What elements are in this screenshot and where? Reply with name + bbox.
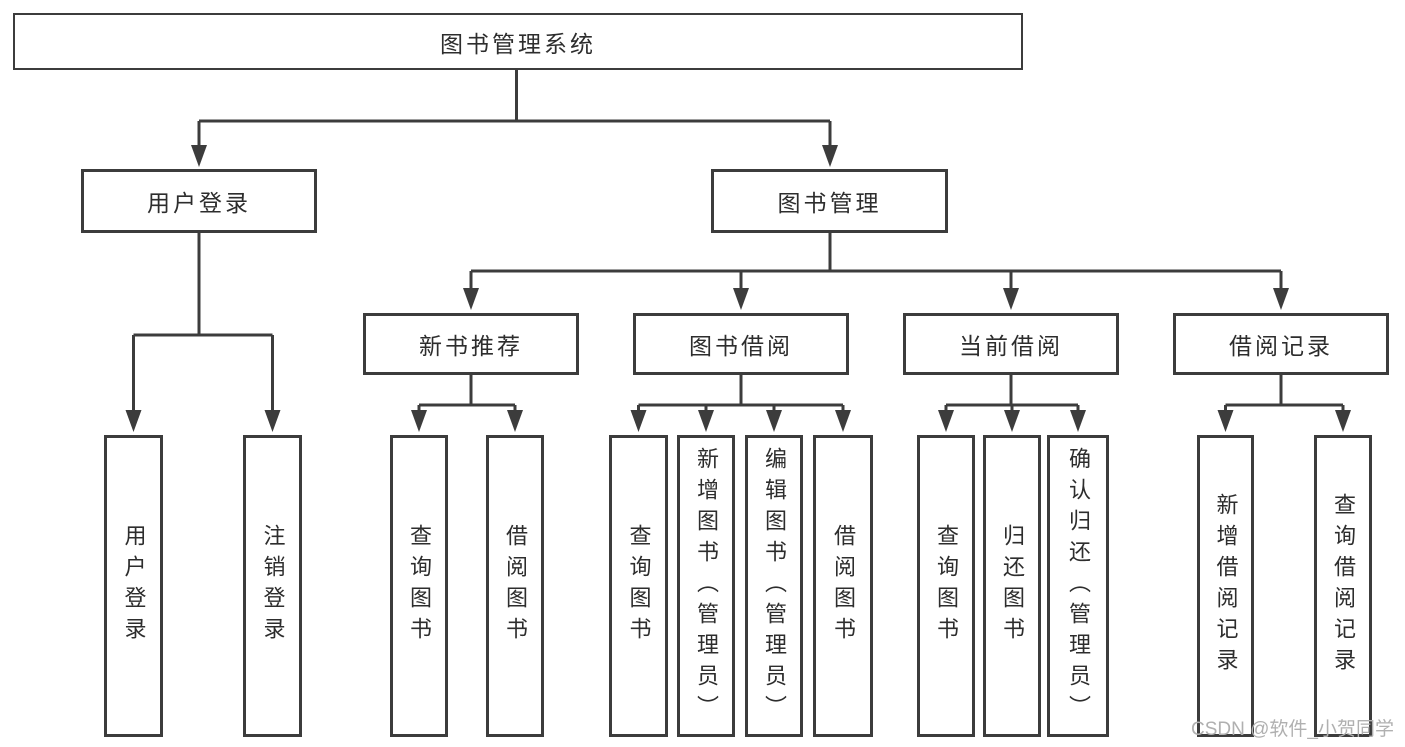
- connector-root-to-level2: [197, 70, 832, 147]
- arrowhead-recommend-query-books: [411, 410, 427, 432]
- leaf-current-return-books-label: 归还图书: [1000, 524, 1025, 648]
- leaf-records-query-borrow-record-label: 查询借阅记录: [1331, 493, 1356, 679]
- node-current-borrow: 当前借阅: [903, 313, 1119, 375]
- arrowhead-current-return-books: [1004, 410, 1020, 432]
- arrowhead-current-confirm-return: [1070, 410, 1086, 432]
- connector-user-login-to-leaves: [132, 233, 274, 412]
- leaf-user-login: 用户登录: [104, 435, 163, 737]
- connector-borrow-to-leaves: [637, 375, 845, 412]
- connector-book-management-to-level3: [469, 233, 1283, 290]
- arrowhead-leaf-logout: [264, 410, 281, 432]
- leaf-borrow-query-books-label: 查询图书: [626, 524, 652, 648]
- arrowhead-current-borrow: [1003, 288, 1019, 310]
- leaf-current-confirm-return-admin-label: 确认归还（管理员）: [1066, 446, 1091, 726]
- node-book-borrow-label: 图书借阅: [689, 333, 793, 359]
- leaf-borrow-query-books: 查询图书: [609, 435, 668, 737]
- node-root: 图书管理系统: [13, 13, 1023, 70]
- arrowhead-borrow-borrow-books: [835, 410, 851, 432]
- arrowhead-borrow-edit-books: [766, 410, 782, 432]
- arrowhead-user-login: [191, 145, 207, 167]
- leaf-records-add-borrow-record-label: 新增借阅记录: [1213, 493, 1239, 679]
- arrowhead-current-query-books: [938, 410, 954, 432]
- arrowhead-records-query-record: [1335, 410, 1351, 432]
- connector-current-to-leaves: [944, 375, 1080, 412]
- leaf-borrow-borrow-books-label: 借阅图书: [831, 524, 856, 648]
- leaf-current-confirm-return-admin: 确认归还（管理员）: [1047, 435, 1109, 737]
- arrowhead-records-add-record: [1217, 410, 1234, 432]
- leaf-recommend-borrow-books: 借阅图书: [486, 435, 544, 737]
- node-user-login: 用户登录: [81, 169, 317, 233]
- leaf-borrow-edit-books-admin: 编辑图书（管理员）: [745, 435, 803, 737]
- node-book-borrow: 图书借阅: [633, 313, 849, 375]
- leaf-recommend-query-books: 查询图书: [390, 435, 448, 737]
- leaf-current-query-books: 查询图书: [917, 435, 975, 737]
- watermark-text: CSDN @软件_小贺同学: [1191, 719, 1394, 740]
- leaf-borrow-add-books-admin-label: 新增图书（管理员）: [694, 446, 719, 726]
- node-root-label: 图书管理系统: [440, 30, 596, 57]
- node-borrow-records-label: 借阅记录: [1229, 333, 1333, 359]
- connector-records-to-leaves: [1224, 375, 1345, 412]
- arrowhead-new-book-recommend: [463, 288, 479, 310]
- node-borrow-records: 借阅记录: [1173, 313, 1389, 375]
- arrowhead-recommend-borrow-books: [507, 410, 523, 432]
- leaf-current-query-books-label: 查询图书: [934, 524, 959, 648]
- leaf-logout: 注销登录: [243, 435, 302, 737]
- node-current-borrow-label: 当前借阅: [959, 333, 1063, 359]
- leaf-recommend-query-books-label: 查询图书: [407, 524, 432, 648]
- leaf-current-return-books: 归还图书: [983, 435, 1041, 737]
- connector-recommend-to-leaves: [417, 375, 517, 412]
- node-book-management: 图书管理: [711, 169, 948, 233]
- leaf-logout-label: 注销登录: [260, 524, 286, 648]
- leaf-borrow-edit-books-admin-label: 编辑图书（管理员）: [762, 446, 787, 726]
- node-user-login-label: 用户登录: [147, 190, 251, 216]
- node-new-book-recommend: 新书推荐: [363, 313, 579, 375]
- arrowhead-leaf-user-login: [125, 410, 142, 432]
- arrowhead-borrow-query-books: [630, 410, 647, 432]
- leaf-borrow-add-books-admin: 新增图书（管理员）: [677, 435, 735, 737]
- leaf-records-add-borrow-record: 新增借阅记录: [1197, 435, 1254, 737]
- leaf-recommend-borrow-books-label: 借阅图书: [503, 524, 528, 648]
- leaf-borrow-borrow-books: 借阅图书: [813, 435, 873, 737]
- arrowhead-book-management: [822, 145, 838, 167]
- arrowhead-book-borrow: [733, 288, 749, 310]
- arrowhead-borrow-add-books: [698, 410, 714, 432]
- arrowhead-borrow-records: [1273, 288, 1289, 310]
- leaf-records-query-borrow-record: 查询借阅记录: [1314, 435, 1372, 737]
- node-book-management-label: 图书管理: [777, 190, 882, 216]
- leaf-user-login-label: 用户登录: [121, 524, 147, 648]
- node-new-book-recommend-label: 新书推荐: [419, 333, 523, 359]
